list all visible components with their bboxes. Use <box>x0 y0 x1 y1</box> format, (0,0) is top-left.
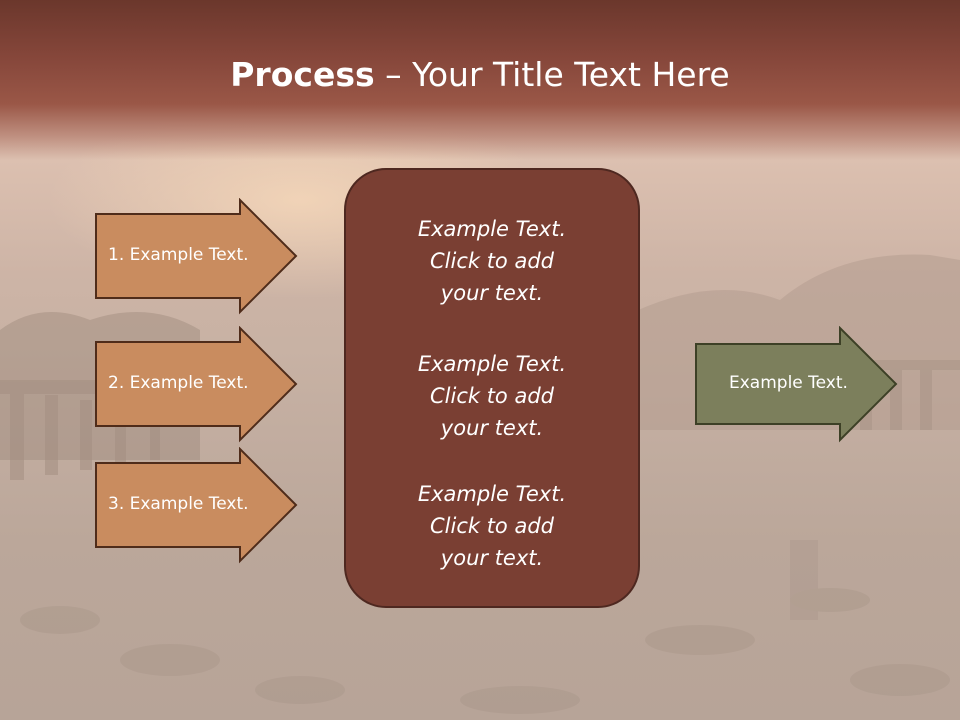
center-text-line: your text. <box>440 416 544 440</box>
title-banner <box>0 0 960 160</box>
step-arrow-3[interactable] <box>94 447 300 565</box>
step-label-1: 1. Example Text. <box>108 245 249 265</box>
center-text-line: your text. <box>440 546 544 570</box>
center-text-block-1[interactable]: Example Text. Click to add your text. <box>344 213 640 309</box>
center-text-line: your text. <box>440 281 544 305</box>
title-rest: – Your Title Text Here <box>374 55 730 94</box>
center-text-line: Click to add <box>429 384 554 408</box>
output-arrow[interactable] <box>694 326 900 444</box>
center-text-block-3[interactable]: Example Text. Click to add your text. <box>344 478 640 574</box>
center-text-line: Example Text. <box>417 217 567 241</box>
slide-title[interactable]: Process – Your Title Text Here <box>0 54 960 96</box>
title-bold: Process <box>230 55 375 94</box>
center-text-block-2[interactable]: Example Text. Click to add your text. <box>344 348 640 444</box>
step-arrow-1[interactable] <box>94 198 300 316</box>
center-text-line: Example Text. <box>417 352 567 376</box>
center-text-line: Click to add <box>429 249 554 273</box>
center-text-line: Click to add <box>429 514 554 538</box>
center-text-line: Example Text. <box>417 482 567 506</box>
step-label-2: 2. Example Text. <box>108 373 249 393</box>
output-label: Example Text. <box>729 373 848 393</box>
center-content-box[interactable] <box>344 168 640 608</box>
step-arrow-2[interactable] <box>94 326 300 444</box>
step-label-3: 3. Example Text. <box>108 494 249 514</box>
